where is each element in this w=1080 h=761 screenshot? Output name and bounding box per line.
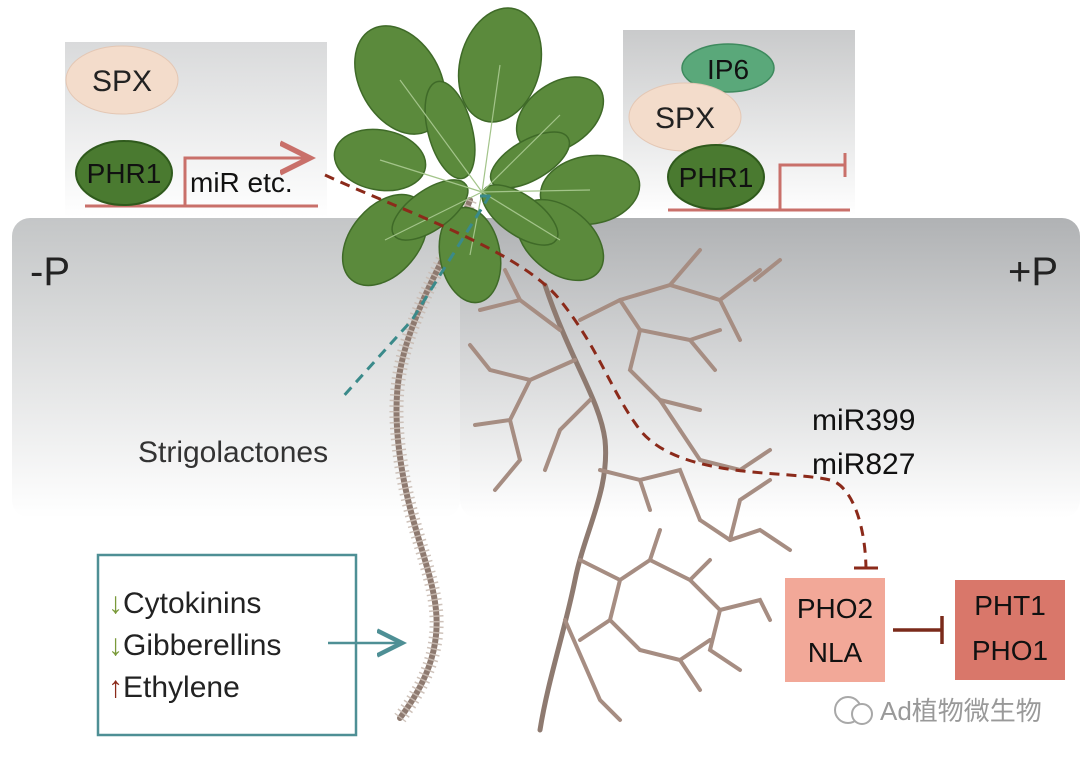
watermark: Ad植物微生物 [834, 696, 1042, 726]
spx-protein-left [65, 45, 179, 115]
mir827-label: miR827 [812, 448, 915, 481]
hormone-item: ↑Ethylene [108, 671, 240, 704]
pho1-label: PHO1 [972, 635, 1048, 666]
spx-label-right: SPX [655, 102, 715, 135]
phr1-protein-right [667, 144, 765, 210]
wechat-icon-bubble [851, 703, 873, 725]
hormone-item: ↓Gibberellins [108, 629, 281, 662]
pho2-label: PHO2 [797, 593, 873, 624]
leaf-veins [379, 64, 591, 256]
minus-p-label: -P [30, 250, 70, 294]
pho2-nla-box [785, 578, 885, 682]
hormone-box [96, 553, 358, 737]
high-p-soil [460, 218, 1080, 518]
pht1-label: PHT1 [974, 590, 1046, 621]
left-promoter-arrow [85, 158, 310, 208]
spx-label-left: SPX [92, 65, 152, 98]
spx-protein-right [628, 82, 742, 152]
hormone-item: ↓Cytokinins [108, 587, 261, 620]
microrna-signal-line [324, 173, 868, 569]
phr1-label-left: PHR1 [87, 158, 162, 189]
low-p-root [389, 197, 477, 723]
ip6-molecule [681, 43, 775, 93]
pht1-pho1-box [955, 580, 1065, 680]
watermark-text: Ad植物微生物 [880, 696, 1042, 726]
nla-label: NLA [808, 637, 863, 668]
mir-etc-label: miR etc. [190, 167, 293, 198]
mir399-label: miR399 [812, 404, 915, 437]
high-p-root [468, 248, 792, 733]
rosette-leaves [333, 7, 641, 304]
low-p-soil [12, 218, 460, 518]
phr1-label-right: PHR1 [679, 162, 754, 193]
right-promoter [668, 163, 845, 212]
strigolactones-label: Strigolactones [138, 436, 328, 469]
ip6-label: IP6 [707, 54, 749, 85]
phr1-protein-left [75, 140, 173, 206]
hormone-list: ↓Cytokinins ↓Gibberellins ↑Ethylene [108, 587, 281, 704]
plus-p-label: +P [1008, 250, 1058, 294]
